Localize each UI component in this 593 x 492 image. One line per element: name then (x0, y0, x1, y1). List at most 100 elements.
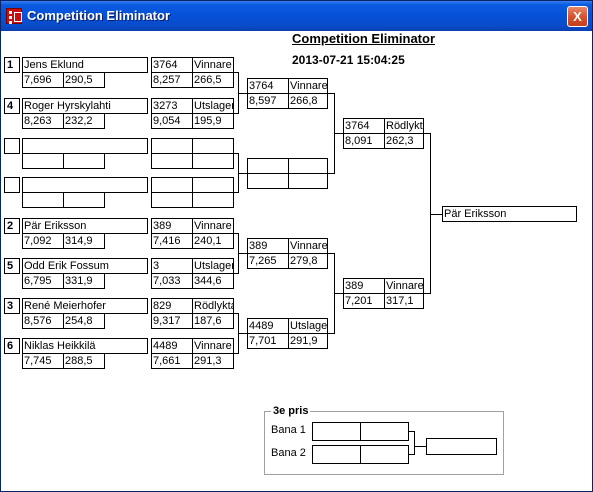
page-title: Competition Eliminator (292, 31, 435, 46)
round2-result-field[interactable]: Utslagen (288, 318, 328, 334)
time-code-field[interactable]: 3764 (151, 57, 193, 73)
speed-field[interactable] (63, 192, 105, 208)
driver-name-field[interactable]: Roger Hyrskylahti (22, 98, 148, 114)
et-field[interactable]: 7,092 (22, 233, 64, 249)
reaction-speed-field[interactable]: 344,6 (192, 273, 234, 289)
round2-speed-field[interactable]: 279,8 (288, 253, 328, 269)
reaction-time-field[interactable] (151, 192, 193, 208)
result-field[interactable]: Vinnare (192, 338, 234, 354)
speed-field[interactable]: 331,9 (63, 273, 105, 289)
connector-line (238, 173, 247, 174)
round2-speed-field[interactable] (288, 173, 328, 189)
result-field[interactable] (192, 138, 234, 154)
et-field[interactable] (22, 153, 64, 169)
et-field[interactable]: 8,263 (22, 113, 64, 129)
result-field[interactable]: Vinnare (192, 218, 234, 234)
seed-number: 4 (4, 98, 20, 114)
driver-name-field[interactable]: Niklas Heikkilä (22, 338, 148, 354)
time-code-field[interactable] (151, 177, 193, 193)
semi-et-field[interactable]: 8,091 (343, 133, 385, 149)
speed-field[interactable] (63, 153, 105, 169)
reaction-speed-field[interactable]: 240,1 (192, 233, 234, 249)
round2-et-field[interactable] (247, 173, 289, 189)
speed-field[interactable]: 314,9 (63, 233, 105, 249)
reaction-speed-field[interactable]: 266,5 (192, 72, 234, 88)
time-code-field[interactable] (151, 138, 193, 154)
reaction-speed-field[interactable]: 291,3 (192, 353, 234, 369)
lane2-result-field[interactable] (360, 445, 409, 464)
app-icon (6, 8, 22, 24)
reaction-speed-field[interactable]: 195,9 (192, 113, 234, 129)
round2-et-field[interactable]: 8,597 (247, 93, 289, 109)
result-field[interactable]: Rödlykta (192, 298, 234, 314)
semi-et-field[interactable]: 7,201 (343, 293, 385, 309)
connector-line (234, 113, 239, 114)
result-field[interactable]: Utslagen (192, 98, 234, 114)
final-winner-field[interactable]: Pär Eriksson (442, 206, 577, 222)
close-button[interactable]: X (567, 6, 588, 27)
lane1-code-field[interactable] (312, 422, 361, 441)
connector-line (430, 133, 431, 294)
semi-code-field[interactable]: 3764 (343, 118, 385, 134)
semi-speed-field[interactable]: 262,3 (384, 133, 424, 149)
semi-result-field[interactable]: Rödlykta (384, 118, 424, 134)
reaction-speed-field[interactable]: 187,6 (192, 313, 234, 329)
speed-field[interactable]: 254,8 (63, 313, 105, 329)
result-field[interactable] (192, 177, 234, 193)
driver-name-field[interactable]: Pär Eriksson (22, 218, 148, 234)
driver-name-field[interactable]: Odd Erik Fossum (22, 258, 148, 274)
result-field[interactable]: Utslagen (192, 258, 234, 274)
lane2-code-field[interactable] (312, 445, 361, 464)
reaction-time-field[interactable]: 7,033 (151, 273, 193, 289)
driver-name-field[interactable]: Jens Eklund (22, 57, 148, 73)
speed-field[interactable]: 232,2 (63, 113, 105, 129)
connector-line (238, 333, 247, 334)
driver-name-field[interactable]: René Meierhofer (22, 298, 148, 314)
semi-result-field[interactable]: Vinnare (384, 278, 424, 294)
round2-code-field[interactable]: 4489 (247, 318, 289, 334)
round2-code-field[interactable]: 389 (247, 238, 289, 254)
reaction-time-field[interactable]: 9,054 (151, 113, 193, 129)
round2-result-field[interactable]: Vinnare (288, 238, 328, 254)
et-field[interactable] (22, 192, 64, 208)
time-code-field[interactable]: 3 (151, 258, 193, 274)
time-code-field[interactable]: 3273 (151, 98, 193, 114)
title-bar[interactable]: Competition Eliminator X (1, 1, 592, 31)
et-field[interactable]: 8,576 (22, 313, 64, 329)
reaction-time-field[interactable]: 8,257 (151, 72, 193, 88)
round2-result-field[interactable]: Vinnare (288, 78, 328, 94)
reaction-speed-field[interactable] (192, 192, 234, 208)
result-field[interactable]: Vinnare (192, 57, 234, 73)
reaction-time-field[interactable]: 7,661 (151, 353, 193, 369)
round2-et-field[interactable]: 7,265 (247, 253, 289, 269)
time-code-field[interactable]: 4489 (151, 338, 193, 354)
time-code-field[interactable]: 829 (151, 298, 193, 314)
seed-number (4, 138, 20, 154)
connector-line (328, 253, 335, 254)
round2-et-field[interactable]: 7,701 (247, 333, 289, 349)
et-field[interactable]: 7,745 (22, 353, 64, 369)
connector-line (334, 133, 343, 134)
round2-speed-field[interactable]: 291,9 (288, 333, 328, 349)
speed-field[interactable]: 288,5 (63, 353, 105, 369)
lane1-result-field[interactable] (360, 422, 409, 441)
round2-code-field[interactable] (247, 158, 289, 174)
third-prize-title: 3e pris (271, 405, 311, 417)
third-prize-winner-field[interactable] (426, 438, 497, 455)
time-code-field[interactable]: 389 (151, 218, 193, 234)
reaction-time-field[interactable]: 7,416 (151, 233, 193, 249)
speed-field[interactable]: 290,5 (63, 72, 105, 88)
round2-code-field[interactable]: 3764 (247, 78, 289, 94)
reaction-speed-field[interactable] (192, 153, 234, 169)
et-field[interactable]: 7,696 (22, 72, 64, 88)
semi-speed-field[interactable]: 317,1 (384, 293, 424, 309)
et-field[interactable]: 6,795 (22, 273, 64, 289)
round2-result-field[interactable] (288, 158, 328, 174)
driver-name-field[interactable] (22, 138, 148, 154)
semi-code-field[interactable]: 389 (343, 278, 385, 294)
reaction-time-field[interactable]: 9,317 (151, 313, 193, 329)
reaction-time-field[interactable] (151, 153, 193, 169)
driver-name-field[interactable] (22, 177, 148, 193)
round2-speed-field[interactable]: 266,8 (288, 93, 328, 109)
connector-line (328, 333, 335, 334)
